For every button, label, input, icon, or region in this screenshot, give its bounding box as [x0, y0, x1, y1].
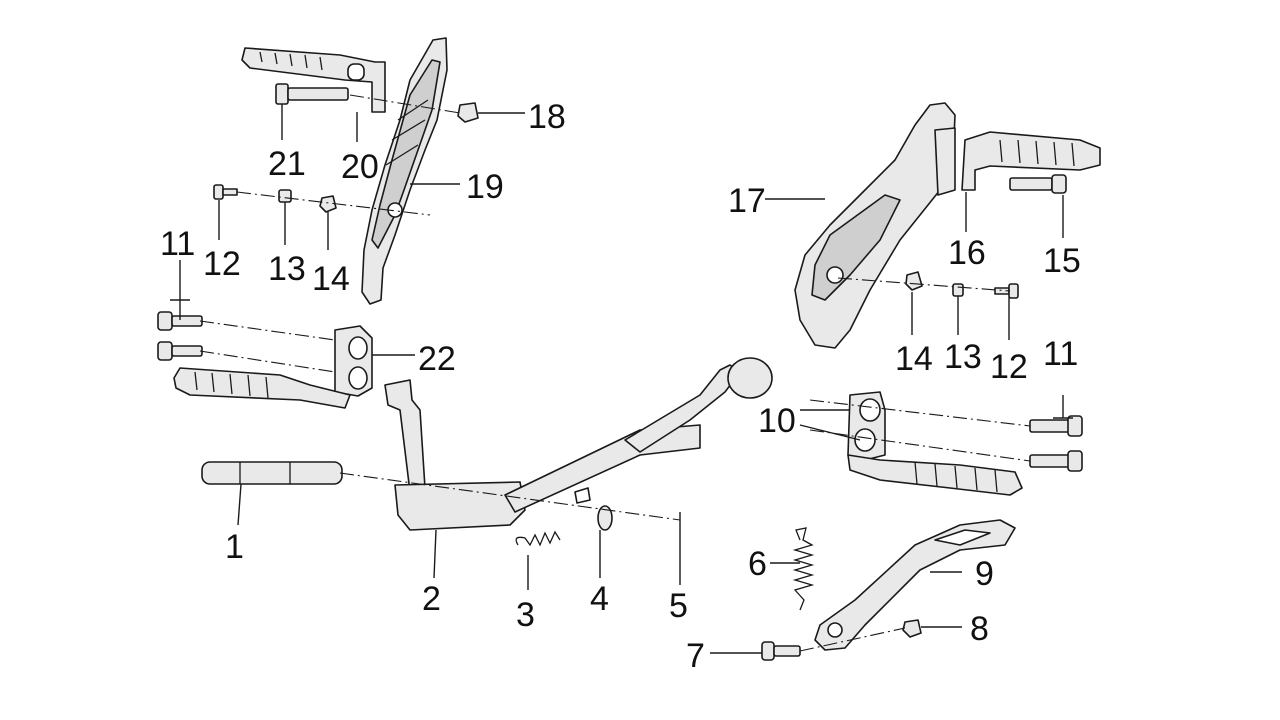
callouts: 1 2 3 4 5 6 7 8 9 10 11 11 12 12 13 13 1… — [160, 98, 1081, 675]
callout-1: 1 — [225, 528, 244, 566]
callout-18: 18 — [528, 98, 566, 136]
pivot-shaft — [201, 461, 343, 485]
nut-8 — [902, 619, 922, 638]
callout-11-right: 11 — [1043, 335, 1078, 373]
assembly-axes — [199, 94, 1031, 652]
callout-19: 19 — [466, 168, 504, 206]
callout-2: 2 — [422, 580, 441, 618]
callout-11-left: 11 — [160, 225, 195, 263]
footpeg-top-right — [961, 131, 1101, 191]
callout-20: 20 — [341, 148, 379, 186]
callout-9: 9 — [975, 555, 994, 593]
callout-6: 6 — [748, 545, 767, 583]
callout-8: 8 — [970, 610, 989, 648]
callout-21: 21 — [268, 145, 306, 183]
right-small-hardware — [905, 271, 1019, 299]
left-small-hardware — [213, 184, 337, 213]
callout-12-right: 12 — [990, 348, 1028, 386]
callout-15: 15 — [1043, 242, 1081, 280]
callout-22: 22 — [418, 340, 456, 378]
right-footpeg-assembly — [847, 391, 1083, 496]
callout-13-left: 13 — [268, 250, 306, 288]
nut-18 — [457, 102, 479, 123]
callout-14-left: 14 — [312, 260, 350, 298]
callout-10: 10 — [758, 402, 796, 440]
spring-6 — [792, 527, 815, 611]
leader-lines — [170, 104, 1073, 654]
callout-4: 4 — [590, 580, 609, 618]
right-passenger-bracket — [794, 102, 956, 349]
callout-3: 3 — [516, 596, 535, 634]
side-stand — [814, 519, 1016, 651]
bolt-15 — [1009, 174, 1067, 194]
washer-4 — [597, 505, 613, 531]
spring-3 — [515, 530, 561, 547]
callout-14-right: 14 — [895, 340, 933, 378]
callout-5: 5 — [669, 587, 688, 625]
bolt-21 — [275, 83, 349, 105]
callout-7: 7 — [686, 637, 705, 675]
main-stand — [384, 357, 773, 531]
callout-12-left: 12 — [203, 245, 241, 283]
footpeg-top-left — [241, 47, 386, 113]
bolt-7 — [761, 641, 801, 661]
left-footpeg-assembly — [157, 311, 373, 409]
callout-17: 17 — [728, 182, 766, 220]
callout-16: 16 — [948, 234, 986, 272]
callout-13-right: 13 — [944, 338, 982, 376]
